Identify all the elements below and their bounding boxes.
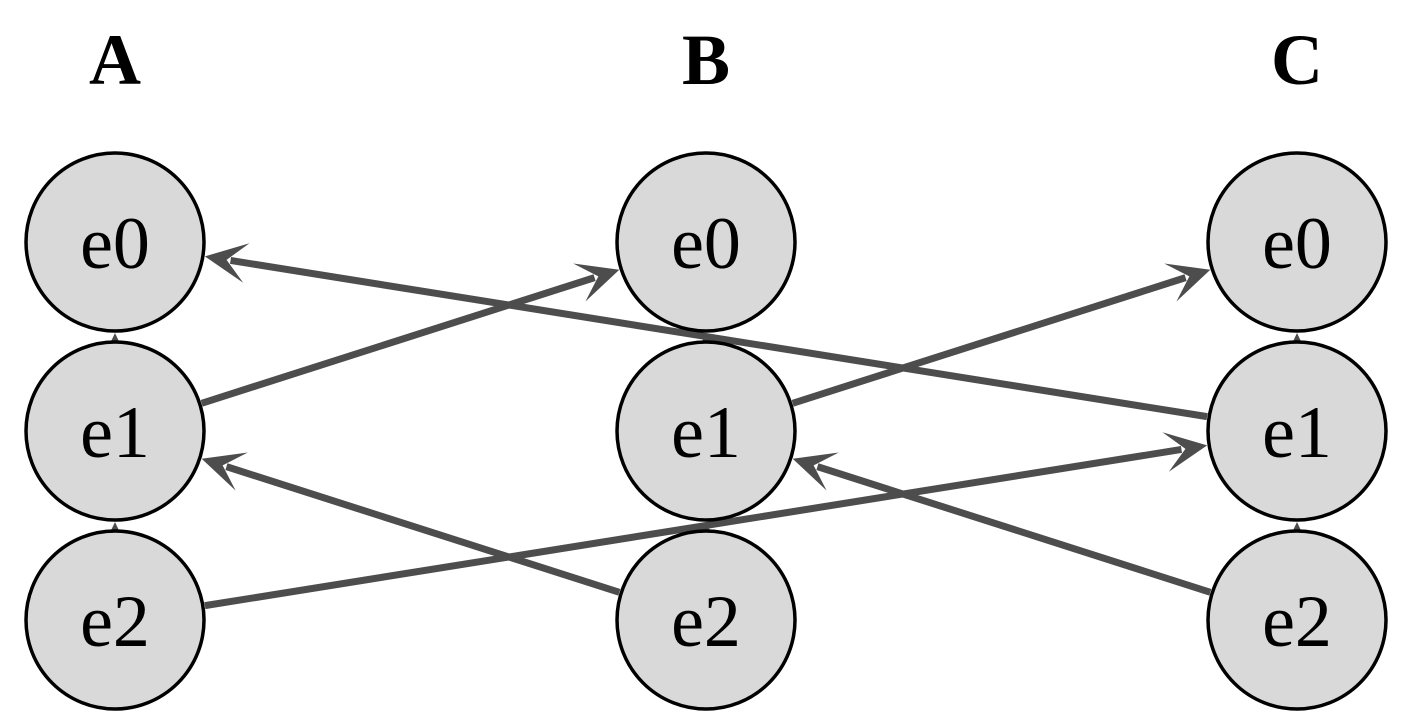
edge-line <box>229 257 1208 421</box>
node-c-e1: e1 <box>1206 340 1388 522</box>
node-b-e0: e0 <box>615 151 797 333</box>
node-b-e1: e1 <box>615 340 797 522</box>
node-circle <box>1206 340 1388 522</box>
node-a-e2: e2 <box>24 529 206 711</box>
edge-a-e1-to-b-e0 <box>200 263 620 407</box>
arrowhead-icon <box>201 452 248 491</box>
node-circle <box>24 151 206 333</box>
node-label: e1 <box>671 392 741 474</box>
edge-line <box>791 274 1187 407</box>
node-label: e0 <box>671 203 741 285</box>
arrowhead-icon <box>792 452 839 491</box>
node-label: e2 <box>671 581 741 663</box>
node-label: e1 <box>80 392 150 474</box>
node-label: e2 <box>80 581 150 663</box>
arrowhead-icon <box>1162 432 1208 472</box>
node-circle <box>615 340 797 522</box>
edge-b-e1-to-c-e0 <box>791 263 1211 407</box>
node-label: e2 <box>1262 581 1332 663</box>
edge-c-e2-to-b-e1 <box>792 452 1212 596</box>
node-c-e2: e2 <box>1206 529 1388 711</box>
node-label: e0 <box>1262 203 1332 285</box>
arrowhead-icon <box>1164 263 1211 302</box>
node-label: e1 <box>1262 392 1332 474</box>
node-label: e0 <box>80 203 150 285</box>
node-circle <box>24 529 206 711</box>
arrowhead-icon <box>573 263 620 302</box>
column-title-a: A <box>89 20 141 100</box>
node-c-e0: e0 <box>1206 151 1388 333</box>
edge-line <box>225 463 621 596</box>
node-a-e0: e0 <box>24 151 206 333</box>
node-circle <box>1206 529 1388 711</box>
titles-layer: A B C <box>89 20 1323 100</box>
node-circle <box>615 151 797 333</box>
edge-b-e2-to-a-e1 <box>201 452 621 596</box>
nodes-layer: e0 e1 e2 e0 e1 e2 e0 e1 e2 <box>24 151 1388 711</box>
column-title-b: B <box>682 20 730 100</box>
node-circle <box>24 340 206 522</box>
node-a-e1: e1 <box>24 340 206 522</box>
column-title-c: C <box>1271 20 1323 100</box>
edge-line <box>204 446 1183 610</box>
node-b-e2: e2 <box>615 529 797 711</box>
arrowhead-icon <box>204 243 250 283</box>
edge-a-e2-to-c-e1 <box>204 432 1208 610</box>
edge-c-e1-to-a-e0 <box>204 243 1208 421</box>
node-circle <box>615 529 797 711</box>
node-circle <box>1206 151 1388 333</box>
edge-line <box>816 463 1212 596</box>
edge-line <box>200 274 596 407</box>
